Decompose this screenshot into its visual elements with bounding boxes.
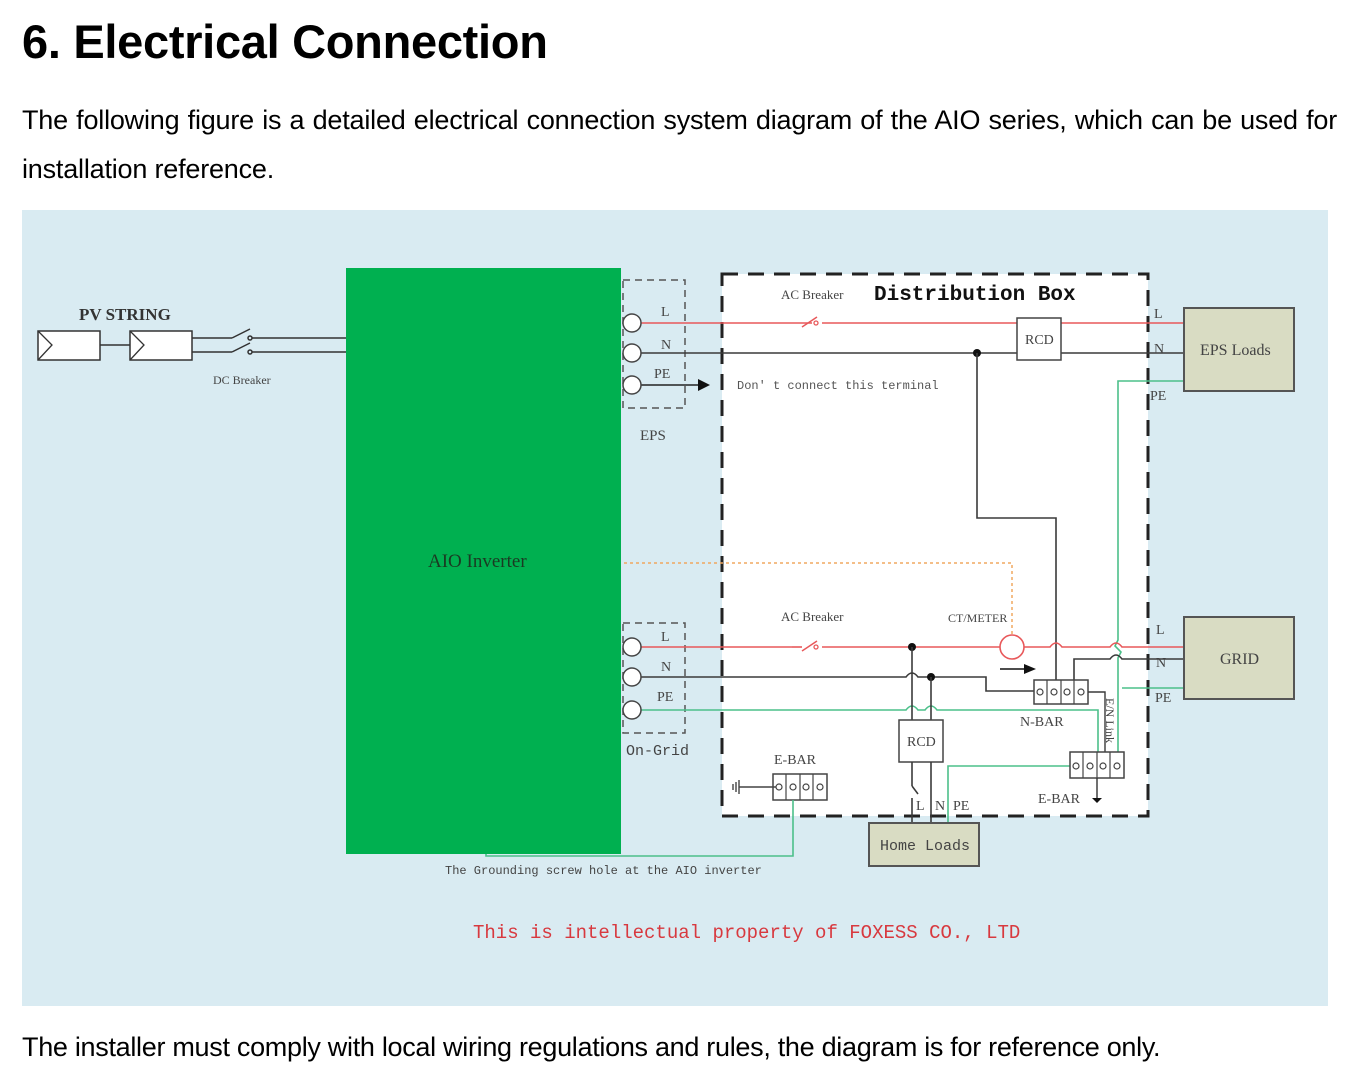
- home-loads-l-label: L: [916, 799, 925, 814]
- eps-loads-label: EPS Loads: [1200, 342, 1271, 359]
- grid-neutral-wire: [640, 672, 1038, 692]
- dc-breaker-label: DC Breaker: [213, 373, 271, 387]
- ac-breaker-bottom: [792, 640, 822, 652]
- home-loads-feed: [911, 762, 932, 823]
- ct-meter-icon: [999, 634, 1025, 660]
- grounding-note: The Grounding screw hole at the AIO inve…: [445, 864, 762, 878]
- pv-panel-1: [37, 330, 101, 361]
- e-bar-right: [1069, 751, 1125, 779]
- eps-loads-box: [1183, 307, 1295, 392]
- ct-direction-arrow-icon: [1024, 664, 1036, 674]
- eps-terminal-pe: [622, 375, 642, 395]
- ac-breaker-bottom-label: AC Breaker: [781, 609, 844, 624]
- grid-box: [1183, 616, 1295, 700]
- ct-meter-label: CT/METER: [948, 611, 1007, 625]
- home-loads-pe-wire: [947, 765, 1072, 823]
- eps-pe-arrow-icon: [698, 379, 710, 391]
- earth-ground-icon: [1092, 798, 1102, 803]
- disclaimer-paragraph: The installer must comply with local wir…: [22, 1032, 1161, 1062]
- eps-loads-pe-label: PE: [1150, 389, 1166, 404]
- ongrid-terminal-l: [622, 637, 642, 657]
- e-bar-right-label: E-BAR: [1038, 792, 1081, 807]
- ongrid-terminal-pe: [622, 700, 642, 720]
- page-title: 6. Electrical Connection: [22, 15, 548, 68]
- eps-terminal-n: [622, 343, 642, 363]
- home-loads-pe-label: PE: [953, 799, 969, 814]
- ongrid-terminal-pe-label: PE: [657, 690, 673, 705]
- home-loads-n-label: N: [935, 799, 945, 814]
- en-link-wire: [1088, 691, 1106, 766]
- en-link-label: E/N Link: [1103, 698, 1117, 743]
- grid-l-label: L: [1156, 623, 1165, 638]
- rcd-bottom-label: RCD: [907, 735, 936, 750]
- ongrid-terminal-n-label: N: [661, 660, 671, 675]
- distribution-box-label: Distribution Box: [874, 284, 1076, 307]
- e-bar-left: [772, 773, 828, 801]
- dont-connect-note: Don' t connect this terminal: [737, 379, 939, 393]
- e-bar-left-label: E-BAR: [774, 753, 817, 768]
- eps-terminal-l: [622, 313, 642, 333]
- n-bar: [1033, 679, 1089, 705]
- copyright-watermark: This is intellectual property of FOXESS …: [473, 922, 1020, 944]
- ct-signal-wire: [624, 562, 1013, 638]
- pv-string-label: PV STRING: [79, 305, 171, 324]
- eps-pe-wire: [1114, 380, 1184, 766]
- electrical-connection-diagram: Distribution Box AC Breaker PV STRING DC…: [22, 210, 1328, 1006]
- grounding-wire: [485, 800, 794, 857]
- eps-loads-n-label: N: [1154, 342, 1164, 357]
- home-loads-box: [868, 822, 980, 867]
- home-loads-label: Home Loads: [880, 838, 970, 855]
- n-bar-label: N-BAR: [1020, 715, 1064, 730]
- ongrid-pe-wire: [640, 705, 1099, 766]
- ongrid-port-label: On-Grid: [626, 743, 689, 760]
- earth-symbol-icon: [732, 780, 776, 794]
- intro-paragraph: The following figure is a detailed elect…: [22, 105, 1337, 184]
- eps-terminal-l-label: L: [661, 305, 670, 320]
- pv-panel-2: [129, 330, 193, 361]
- grid-pe-label: PE: [1155, 691, 1171, 706]
- eps-loads-l-label: L: [1154, 307, 1163, 322]
- rcd-top: [1016, 317, 1062, 361]
- eps-terminal-n-label: N: [661, 338, 671, 353]
- aio-inverter: [346, 268, 621, 854]
- ac-breaker-top-label: AC Breaker: [781, 287, 844, 302]
- neutral-to-nbar-wire: [976, 353, 1057, 684]
- rcd-bottom: [898, 719, 944, 763]
- grid-label: GRID: [1220, 651, 1259, 668]
- ongrid-terminal-n: [622, 667, 642, 687]
- eps-port-box: [622, 279, 686, 409]
- grid-n-label: N: [1156, 656, 1166, 671]
- rcd-top-label: RCD: [1025, 333, 1054, 348]
- dc-breaker: [192, 328, 346, 355]
- aio-inverter-label: AIO Inverter: [428, 551, 527, 572]
- grid-incoming-neutral: [1073, 654, 1184, 684]
- ac-breaker-top: [792, 316, 822, 328]
- ongrid-terminal-l-label: L: [661, 630, 670, 645]
- eps-port-label: EPS: [640, 428, 666, 444]
- diagram-canvas: Distribution Box AC Breaker PV STRING DC…: [37, 268, 1295, 944]
- eps-terminal-pe-label: PE: [654, 367, 670, 382]
